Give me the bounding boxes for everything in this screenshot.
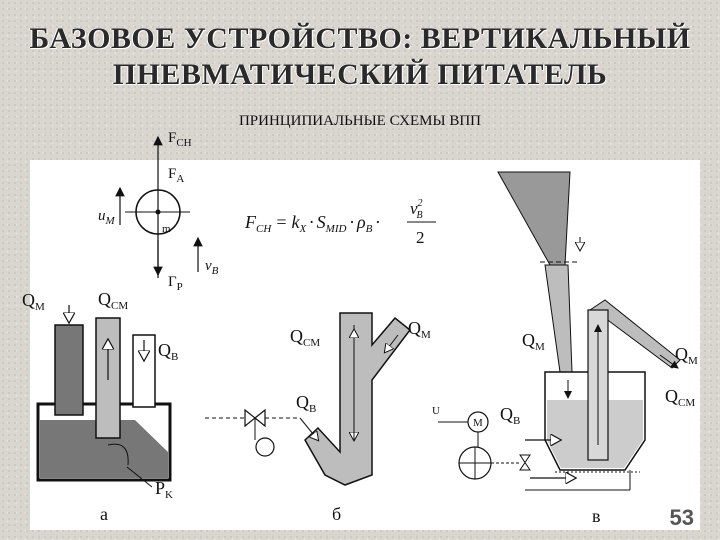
svg-text:v2B: v2B [410,198,423,221]
label-q-cm-a: QCM [98,289,128,312]
material-tube [54,324,84,416]
label-u-m: uM [98,208,116,227]
label-q-m-a: QM [22,290,45,313]
label-q-cm-v: QCM [665,386,695,409]
label-q-m-out: QM [675,344,698,367]
label-q-b-v: QB [500,404,520,427]
force-diagram: FCH FA uM m vB ГP [98,130,219,293]
label-q-b-a: QB [158,340,178,363]
label-q-m-v: QM [522,330,545,353]
label-q-b-b: QB [296,392,316,415]
scheme-b: QCM QM QB б [205,312,431,524]
slide-subtitle: ПРИНЦИПИАЛЬНЫЕ СХЕМЫ ВПП [238,113,482,129]
label-f-ch: FCH [168,130,192,149]
label-m: m [162,223,171,235]
label-q-cm-b: QCM [290,326,320,349]
caption-b: б [332,504,341,524]
svg-text:2: 2 [416,228,425,247]
caption-a: а [100,504,108,524]
svg-text:FCH=kX·SMID·ρB·: FCH=kX·SMID·ρB· [244,212,380,235]
motor-symbol: M [473,417,483,429]
label-f-a: FA [168,166,184,185]
slide-title-line-1: БАЗОВОЕ УСТРОЙСТВО: ВЕРТИКАЛЬНЫЙ [29,22,691,55]
label-g-p: ГP [168,274,183,293]
label-q-m-b: QM [408,318,431,341]
scheme-v: QM QM QCM QB M U в [432,171,698,526]
caption-v: в [592,506,601,526]
label-p-k: PK [155,478,173,501]
particle-circle [135,189,181,235]
page-number: 53 [669,505,694,530]
scheme-a: QM QCM QB PK а [22,289,178,524]
slide-title-line-2: ПНЕВМАТИЧЕСКИЙ ПИТАТЕЛЬ [112,58,608,91]
label-v-b: vB [205,258,219,277]
label-u: U [432,405,440,417]
